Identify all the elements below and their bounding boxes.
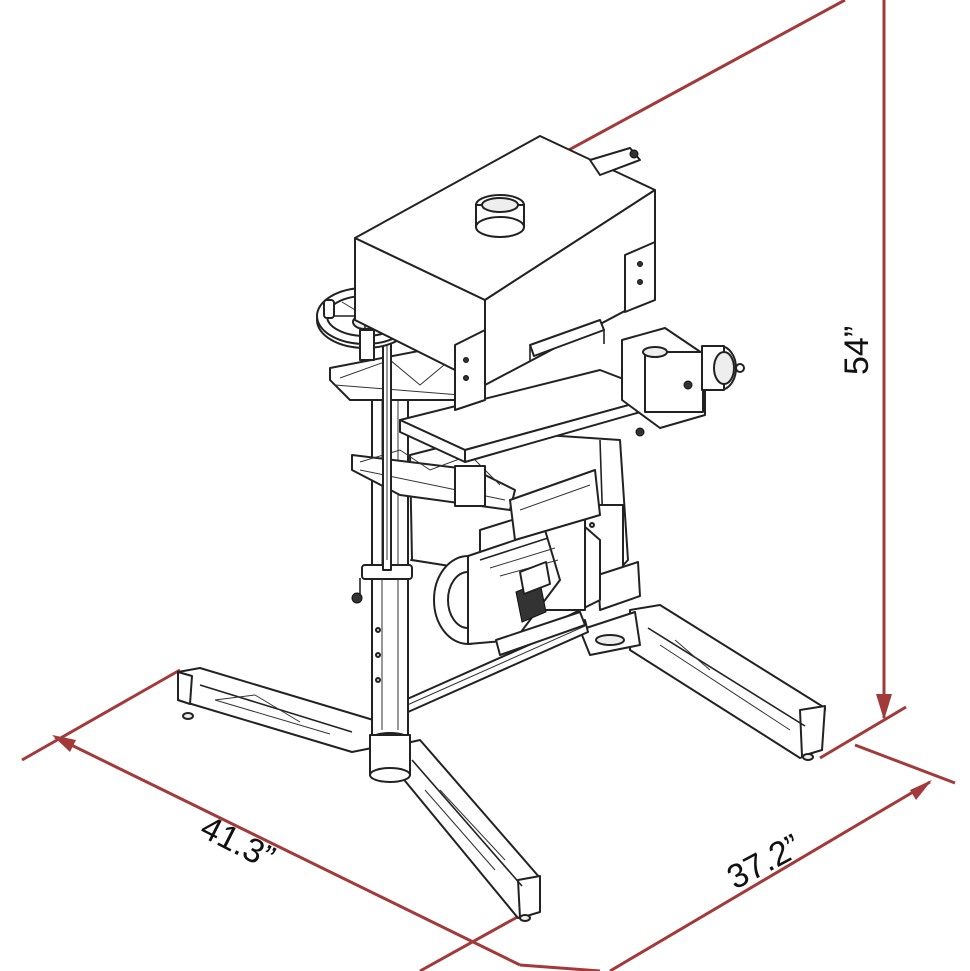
machine-drawing (177, 135, 826, 922)
feed-motor (621, 327, 745, 429)
depth-dimension-line (54, 735, 521, 967)
right-rear-leg (629, 604, 826, 761)
width-dimension-line-main (609, 780, 931, 971)
depth-label: 41.3” (194, 808, 280, 877)
width-dimension-line (519, 963, 601, 971)
width-label: 37.2” (721, 827, 807, 897)
left-rear-leg (177, 667, 381, 753)
lead-screw (382, 329, 392, 571)
rear-foot-bracket (579, 611, 641, 656)
front-leg (395, 739, 541, 922)
width-extension-right (854, 743, 956, 785)
height-label: 54” (838, 326, 876, 375)
dimension-lines (21, 0, 956, 971)
motor (433, 504, 601, 656)
lower-lift-arm (351, 449, 516, 511)
belt-guard (509, 469, 601, 541)
depth-extension-bottom (419, 908, 531, 971)
depth-extension-top (21, 668, 181, 762)
depth-arrow-left (52, 735, 76, 752)
height-arrow-bottom (876, 694, 892, 720)
height-tick (819, 705, 907, 760)
top-housing (354, 135, 656, 411)
width-arrow-right (910, 780, 932, 800)
